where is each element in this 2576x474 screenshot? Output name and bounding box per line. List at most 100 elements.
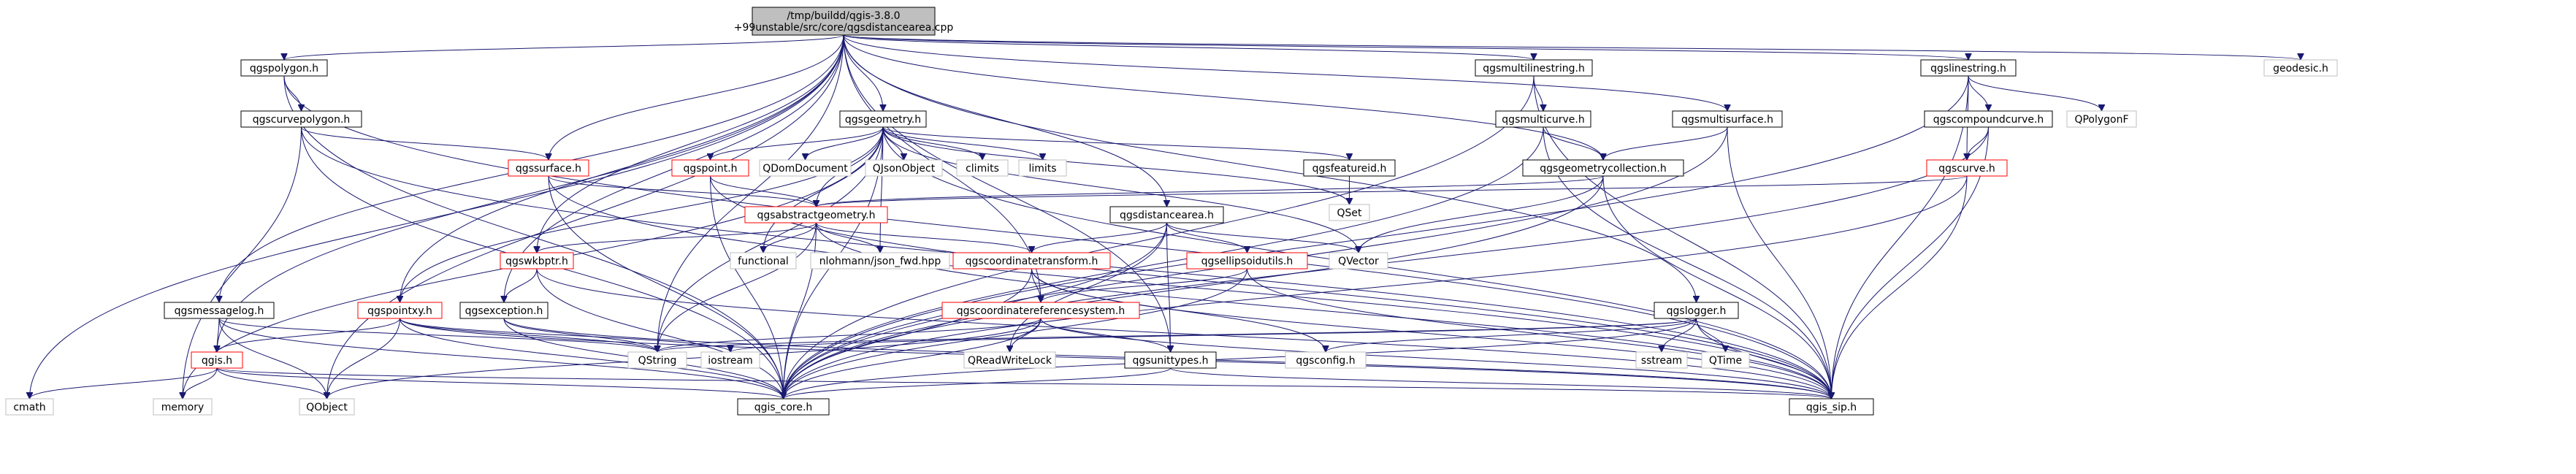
node-qtime: QTime: [1701, 351, 1750, 369]
node-qgsexception[interactable]: qgsexception.h: [459, 302, 549, 319]
edge-qgsdistancearea-to-qgscoordinatetransform: [1032, 222, 1167, 253]
node-label-geodesic: geodesic.h: [2273, 63, 2328, 74]
node-qgsmultisurface[interactable]: qgsmultisurface.h: [1672, 110, 1783, 128]
node-qgsmessagelog[interactable]: qgsmessagelog.h: [164, 302, 275, 319]
node-qgsmulticurve[interactable]: qgsmulticurve.h: [1495, 110, 1591, 128]
node-qgsabstractgeometry[interactable]: qgsabstractgeometry.h: [744, 206, 888, 223]
edge-qgsgeometry-to-functional: [763, 126, 884, 253]
node-label-qgscurve: qgscurve.h: [1938, 163, 1995, 175]
node-qgsdistancearea[interactable]: qgsdistancearea.h: [1109, 206, 1224, 223]
node-label-qgsdistancearea: qgsdistancearea.h: [1120, 210, 1214, 221]
node-label-qgslinestring: qgslinestring.h: [1930, 63, 2006, 74]
edge-qgspoint-to-qgsabstractgeometry: [710, 175, 817, 207]
node-label-qgscoordinatetransform: qgscoordinatetransform.h: [966, 256, 1098, 267]
node-label-qgsmultilinestring: qgsmultilinestring.h: [1483, 63, 1585, 74]
node-box-qgscoordinatetransform: [952, 252, 1111, 270]
node-label-root-line-1: +99unstable/src/core/qgsdistancearea.cpp: [734, 22, 954, 34]
edge-qgsgeometry-to-qvector: [882, 126, 1358, 253]
node-box-qgsabstractgeometry: [744, 206, 888, 223]
edge-qgspolygon-to-qgis_sip: [283, 75, 1832, 399]
edge-qgssurface-to-qgis_core: [548, 175, 784, 399]
node-box-qgsmessagelog: [164, 302, 275, 319]
node-qgswkbptr[interactable]: qgswkbptr.h: [500, 252, 574, 270]
node-qdomdocument: QDomDocument: [759, 159, 852, 177]
node-box-cmath: [5, 398, 54, 416]
node-qgis[interactable]: qgis.h: [191, 351, 243, 369]
node-box-qgsmultisurface: [1672, 110, 1783, 128]
edge-qgsgeometry-to-qgspoint: [711, 126, 884, 161]
node-box-qgslinestring: [1920, 59, 2017, 77]
node-qgspointxy[interactable]: qgspointxy.h: [357, 302, 443, 319]
node-label-qgsgeometry: qgsgeometry.h: [845, 114, 921, 126]
node-qgslinestring[interactable]: qgslinestring.h: [1920, 59, 2017, 77]
node-box-qset: [1329, 204, 1370, 221]
edge-qgsgeometrycollection-to-qvector: [1358, 175, 1604, 253]
edge-qgslogger-to-sstream: [1662, 318, 1697, 353]
node-label-cmath: cmath: [13, 402, 45, 413]
node-qgscurvepolygon[interactable]: qgscurvepolygon.h: [240, 110, 362, 128]
node-label-functional: functional: [738, 256, 789, 267]
node-label-nlohmann: nlohmann/json_fwd.hpp: [819, 256, 941, 267]
node-qgsgeometry[interactable]: qgsgeometry.h: [839, 110, 927, 128]
node-box-functional: [730, 252, 797, 270]
node-qgscoordinatereferencesystem[interactable]: qgscoordinatereferencesystem.h: [941, 302, 1140, 319]
node-qgsgeometrycollection[interactable]: qgsgeometrycollection.h: [1522, 159, 1684, 177]
node-label-qgscoordinatereferencesystem: qgscoordinatereferencesystem.h: [957, 305, 1125, 317]
edge-qgswkbptr-to-qgis_core: [536, 268, 784, 399]
node-qgscompoundcurve[interactable]: qgscompoundcurve.h: [1924, 110, 2053, 128]
node-box-qgsdistancearea: [1109, 206, 1224, 223]
edge-qgslogger-to-qgis_sip: [1696, 318, 1832, 399]
node-box-qgspoint: [671, 159, 749, 177]
node-label-qset: QSet: [1337, 207, 1362, 219]
node-box-geodesic: [2263, 59, 2338, 77]
edge-root-to-geodesic: [843, 34, 2301, 60]
node-qgis_sip[interactable]: qgis_sip.h: [1789, 398, 1874, 416]
node-box-qdomdocument: [759, 159, 852, 177]
node-qgsmultilinestring[interactable]: qgsmultilinestring.h: [1475, 59, 1593, 77]
edge-root-to-qgsgeometrycollection: [843, 34, 1603, 160]
node-box-qgscoordinatereferencesystem: [941, 302, 1140, 319]
node-box-qvector: [1329, 252, 1388, 270]
node-qgslogger[interactable]: qgslogger.h: [1654, 302, 1739, 319]
node-box-qgsellipsoidutils: [1186, 252, 1308, 270]
node-label-qpolygonf: QPolygonF: [2074, 114, 2128, 126]
edge-qgslogger-to-qgsconfig: [1326, 318, 1697, 353]
node-label-qgsgeometrycollection: qgsgeometrycollection.h: [1540, 163, 1666, 175]
node-label-root-line-0: /tmp/buildd/qgis-3.8.0: [787, 10, 900, 22]
node-box-qpolygonf: [2066, 110, 2137, 128]
node-qvector: QVector: [1329, 252, 1388, 270]
edge-qgsmultisurface-to-qgis_sip: [1727, 126, 1832, 399]
node-qgscoordinatetransform[interactable]: qgscoordinatetransform.h: [952, 252, 1111, 270]
node-root[interactable]: /tmp/buildd/qgis-3.8.0+99unstable/src/co…: [734, 7, 954, 36]
node-qgspolygon[interactable]: qgspolygon.h: [240, 59, 328, 77]
node-label-qgssurface: qgssurface.h: [516, 163, 581, 175]
node-label-qgis_core: qgis_core.h: [754, 402, 813, 413]
node-qgssurface[interactable]: qgssurface.h: [508, 159, 589, 177]
node-qgscurve[interactable]: qgscurve.h: [1926, 159, 2008, 177]
node-qgis_core[interactable]: qgis_core.h: [737, 398, 830, 416]
edge-qgscoordinatereferencesystem-to-qgsunittypes: [1040, 318, 1171, 353]
node-box-memory: [153, 398, 213, 416]
node-qgspoint[interactable]: qgspoint.h: [671, 159, 749, 177]
edge-qgsabstractgeometry-to-qstring: [657, 222, 817, 352]
edge-qgslinestring-to-qgis_sip: [1832, 75, 1969, 399]
node-box-qgsexception: [459, 302, 549, 319]
node-box-qgsmulticurve: [1495, 110, 1591, 128]
node-qreadwritelock: QReadWriteLock: [963, 351, 1056, 369]
edge-root-to-qgsgeometry: [843, 34, 883, 111]
node-qgsellipsoidutils[interactable]: qgsellipsoidutils.h: [1186, 252, 1308, 270]
edge-qgsmessagelog-to-qobject: [218, 318, 327, 399]
edge-qgsgeometry-to-limits: [882, 126, 1043, 161]
node-qpolygonf: QPolygonF: [2066, 110, 2137, 128]
edge-qgsabstractgeometry-to-functional: [763, 222, 817, 253]
node-qgsconfig: qgsconfig.h: [1285, 351, 1367, 369]
node-qjsonobject: QJsonObject: [865, 159, 943, 177]
node-qgsfeatureid[interactable]: qgsfeatureid.h: [1303, 159, 1396, 177]
node-memory: memory: [153, 398, 213, 416]
node-box-qgsmultilinestring: [1475, 59, 1593, 77]
edge-qgsmessagelog-to-qgis: [217, 318, 219, 352]
edge-qgsgeometrycollection-to-qgsabstractgeometry: [817, 175, 1604, 207]
node-label-qgsmulticurve: qgsmulticurve.h: [1502, 114, 1584, 126]
node-qgsunittypes[interactable]: qgsunittypes.h: [1124, 351, 1217, 369]
node-label-qgsunittypes: qgsunittypes.h: [1132, 355, 1208, 367]
